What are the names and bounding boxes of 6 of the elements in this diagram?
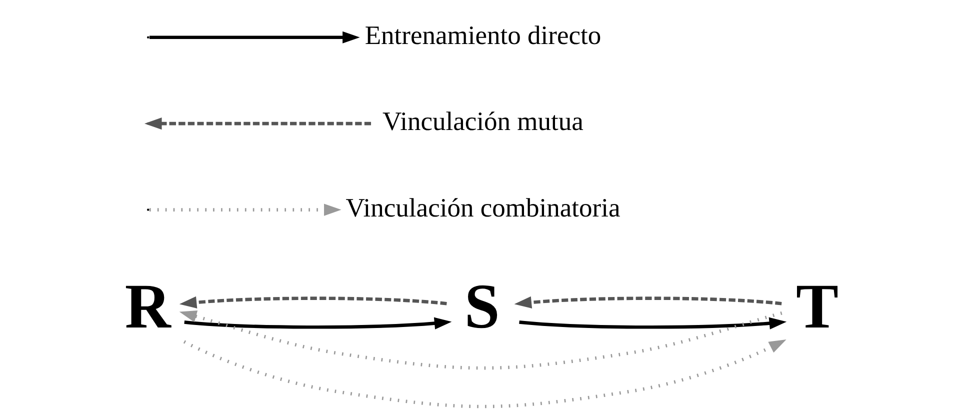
node-text: S [464, 270, 500, 342]
legend-label: Entrenamiento directo [364, 20, 602, 50]
legend-label: Vinculación mutua [382, 106, 584, 136]
legend-label: Vinculación combinatoria [346, 192, 620, 222]
node-text: R [124, 270, 171, 342]
node-text: T [796, 270, 838, 342]
